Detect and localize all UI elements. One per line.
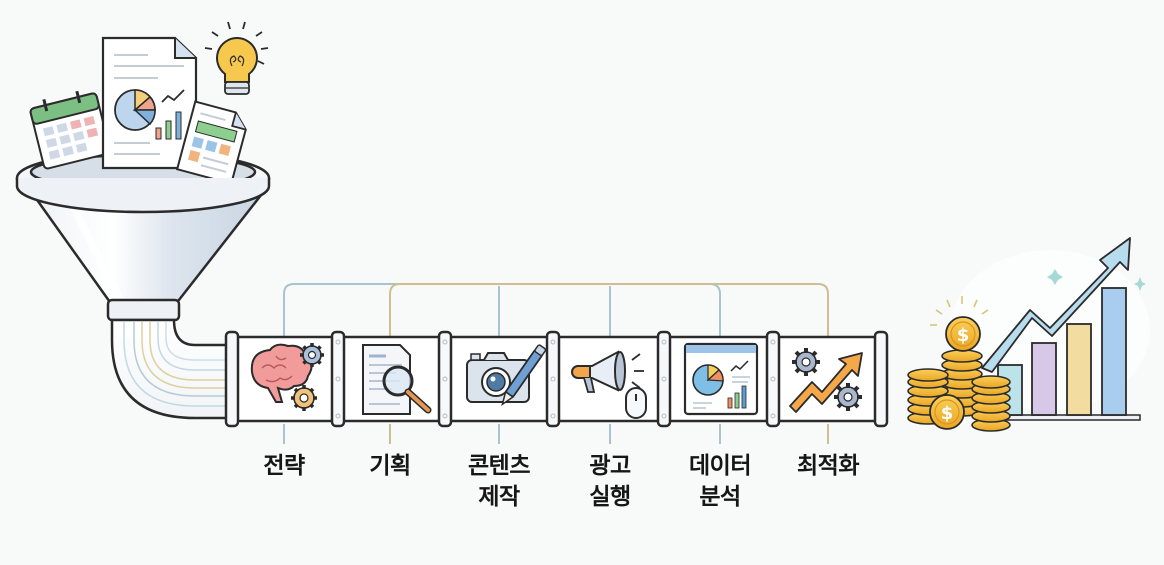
pipe-flange <box>330 330 346 428</box>
pipe-flange <box>437 330 453 428</box>
pipe-flange <box>765 330 781 428</box>
elbow-pipe <box>110 318 232 420</box>
report-document-icon <box>101 36 198 170</box>
spreadsheet-document-icon <box>175 100 247 185</box>
sparkle-icon <box>1047 269 1063 285</box>
pipe-flange <box>545 330 561 428</box>
pipe-flange <box>224 330 240 428</box>
growth-bar-4 <box>1101 287 1127 416</box>
dashboard-chart-icon <box>683 342 759 416</box>
svg-text:$: $ <box>941 403 954 424</box>
main-pipe <box>224 330 889 428</box>
growth-illustration: $ $ <box>907 237 1150 432</box>
document-magnifier-icon <box>362 344 432 415</box>
stage-label-analytics: 데이터 분석 <box>689 453 751 510</box>
stage-label-optimization: 최적화 <box>797 453 859 479</box>
stage-connector-lines <box>283 283 829 444</box>
stage-label-ads: 광고 실행 <box>589 453 631 510</box>
svg-text:$: $ <box>957 325 970 346</box>
pipe-flange <box>656 330 672 428</box>
calendar-icon <box>29 90 111 170</box>
dollar-coin-icon: $ <box>945 316 981 352</box>
stage-label-planning: 기획 <box>369 453 411 479</box>
coin-stack-icon <box>971 375 1011 432</box>
pipe-flange <box>873 330 889 428</box>
stage-label-content: 콘텐츠 제작 <box>468 453 530 510</box>
stage-label-strategy: 전략 <box>263 453 305 479</box>
megaphone-mouse-icon <box>571 350 647 419</box>
dollar-coin-icon: $ <box>929 394 965 430</box>
sparkle-icon <box>1134 277 1146 291</box>
camera-pen-icon <box>466 344 547 407</box>
funnel-rim-band <box>15 178 271 214</box>
growth-bar-3 <box>1066 323 1092 416</box>
up-arrow-icon <box>981 237 1131 373</box>
growth-bar-2 <box>1031 342 1057 416</box>
lightbulb-icon <box>204 21 269 95</box>
brain-gears-icon <box>250 343 324 411</box>
gears-arrow-icon <box>789 348 863 413</box>
